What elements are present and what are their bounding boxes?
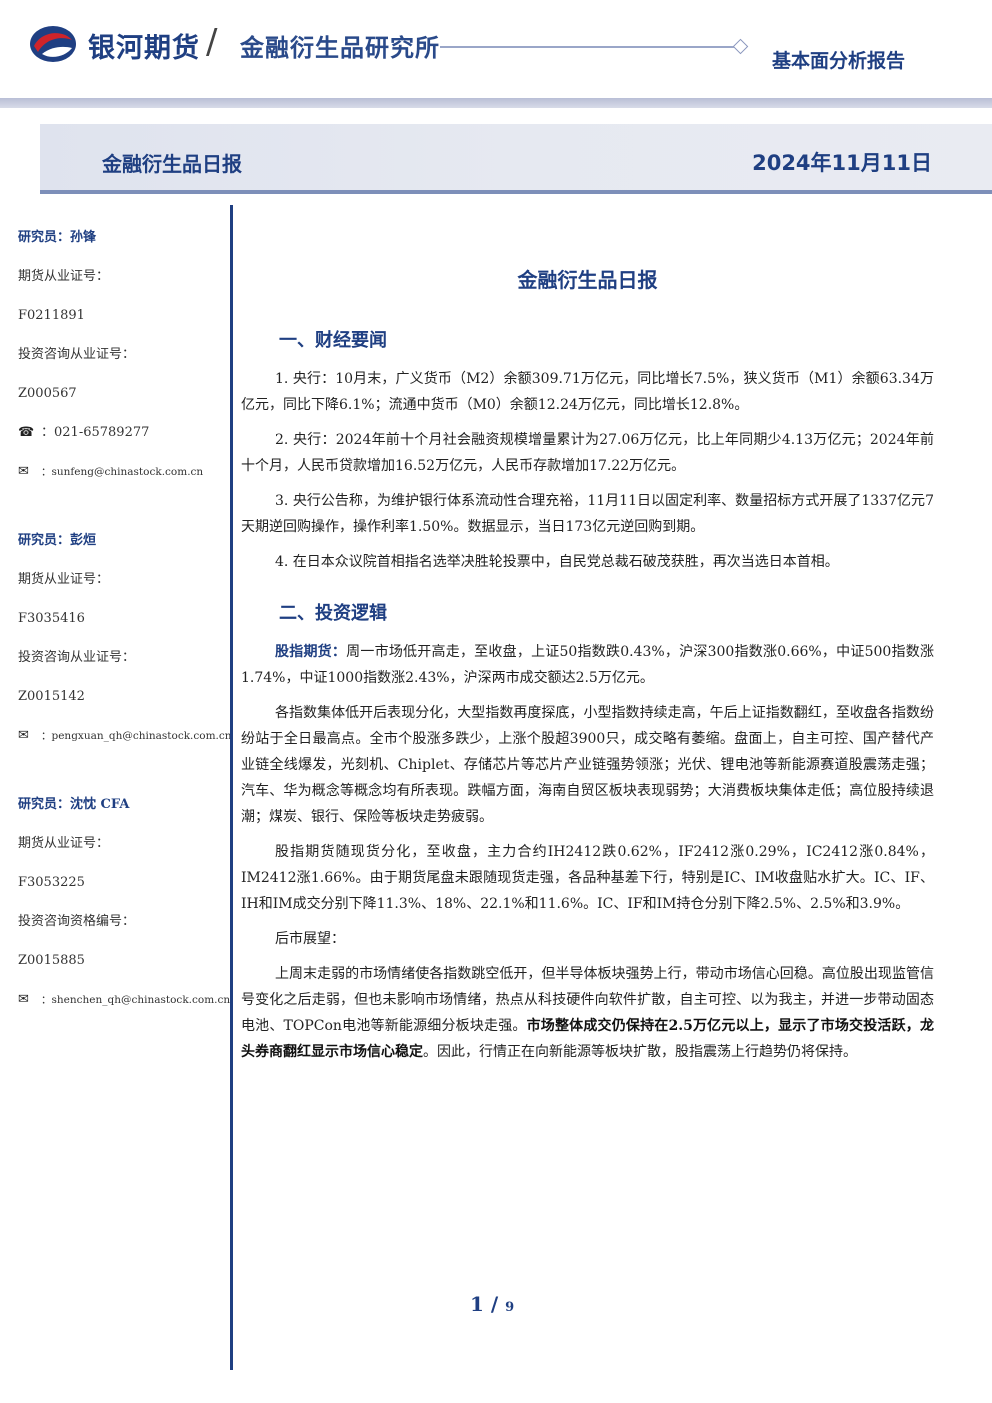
report-type: 基本面分析报告 — [772, 50, 906, 72]
email-line: ✉ ：pengxuan_qh@chinastock.com.cn — [18, 723, 232, 762]
header-divider: / — [206, 22, 218, 62]
news-item: 1. 央行：10月末，广义货币（M2）余额309.71万亿元，同比增长7.5%，… — [241, 371, 934, 413]
index-futures-text: 周一市场低开高走，至收盘，上证50指数跌0.43%，沪深300指数涨0.66%，… — [241, 644, 935, 686]
analyst-sidebar: 研究员：孙锋 期货从业证号： F0211891 投资咨询从业证号： Z00056… — [18, 225, 232, 1056]
analyst-card: 研究员：孙锋 期货从业证号： F0211891 投资咨询从业证号： Z00056… — [18, 225, 228, 498]
phone-line: ☎ ：021-65789277 — [18, 420, 228, 459]
email-line: ✉ ：shenchen_qh@chinastock.com.cn — [18, 987, 231, 1026]
outlook-bold-text: 市场整体成交仍保持在2.5万亿元以上，显示了市场交投活跃，龙头券商翻红显示市场信… — [241, 1018, 934, 1060]
advisory-cert-label: 投资咨询从业证号： — [18, 347, 136, 362]
envelope-icon: ✉ — [18, 728, 29, 743]
report-body: 金融衍生品日报 一、财经要闻 1. 央行：10月末，广义货币（M2）余额309.… — [241, 262, 934, 1074]
advisory-cert: Z0015142 — [18, 689, 85, 704]
phone-number: 021-65789277 — [54, 425, 150, 440]
index-futures-paragraph: 股指期货：周一市场低开高走，至收盘，上证50指数跌0.43%，沪深300指数涨0… — [241, 639, 934, 691]
advisory-cert-label: 投资咨询从业证号： — [18, 650, 136, 665]
market-paragraph: 各指数集体低开后表现分化，大型指数再度探底，小型指数持续走高，午后上证指数翻红，… — [241, 705, 934, 825]
galaxy-logo-icon — [30, 26, 76, 62]
futures-cert: F3053225 — [18, 875, 85, 890]
outlook-text-end: 。因此，行情正在向新能源等板块扩散，股指震荡上行趋势仍将保持。 — [423, 1044, 857, 1060]
banner-underline — [40, 190, 992, 194]
index-futures-label: 股指期货： — [275, 644, 347, 660]
news-item: 2. 央行：2024年前十个月社会融资规模增量累计为27.06万亿元，比上年同期… — [241, 432, 934, 474]
section-heading-news: 一、财经要闻 — [279, 330, 387, 351]
header-bar — [0, 98, 992, 108]
advisory-cert: Z000567 — [18, 386, 77, 401]
page-total: 9 — [505, 1300, 515, 1315]
futures-cert: F3035416 — [18, 611, 85, 626]
section-heading-logic: 二、投资逻辑 — [279, 603, 387, 624]
envelope-icon: ✉ — [18, 992, 29, 1007]
analyst-card: 研究员：彭烜 期货从业证号： F3035416 投资咨询从业证号： Z00151… — [18, 528, 232, 762]
futures-cert: F0211891 — [18, 308, 85, 323]
page-header: 银河期货 / 金融衍生品研究所 基本面分析报告 — [0, 0, 992, 108]
page-number: 1 / 9 — [470, 1292, 514, 1316]
page-current: 1 — [470, 1292, 484, 1316]
email-sep: ： — [41, 466, 52, 478]
email-sep: ： — [41, 730, 52, 742]
analyst-name: 研究员：沈忱 CFA — [18, 797, 130, 812]
envelope-icon: ✉ — [18, 464, 29, 479]
outlook-label: 后市展望： — [275, 931, 345, 947]
report-date: 2024年11月11日 — [752, 151, 932, 175]
header-rule — [440, 46, 734, 48]
outlook-text: 上周末走弱的市场情绪使各指数跳空低开，但半导体板块强势上行，带动市场信心回稳。高… — [241, 966, 934, 1034]
analyst-name: 研究员：彭烜 — [18, 533, 97, 548]
page-separator: / — [483, 1292, 506, 1316]
news-item: 3. 央行公告称，为维护银行体系流动性合理充裕，11月11日以固定利率、数量招标… — [241, 493, 934, 535]
document-title: 金融衍生品日报 — [517, 268, 658, 292]
diamond-icon — [732, 38, 749, 55]
advisory-cert: Z0015885 — [18, 953, 85, 968]
news-item: 4. 在日本众议院首相指名选举决胜轮投票中，自民党总裁石破茂获胜，再次当选日本首… — [275, 554, 839, 570]
advisory-cert-label: 投资咨询资格编号： — [18, 914, 136, 929]
phone-sep: ： — [41, 425, 55, 440]
email-sep: ： — [41, 994, 52, 1006]
phone-icon: ☎ — [18, 425, 35, 440]
email-address[interactable]: pengxuan_qh@chinastock.com.cn — [51, 730, 232, 742]
banner-title: 金融衍生品日报 — [102, 152, 242, 176]
email-line: ✉ ：sunfeng@chinastock.com.cn — [18, 459, 228, 498]
futures-cert-label: 期货从业证号： — [18, 269, 110, 284]
brand-name: 银河期货 — [88, 33, 200, 64]
futures-cert-label: 期货从业证号： — [18, 572, 110, 587]
sidebar-divider — [230, 205, 233, 1370]
futures-paragraph: 股指期货随现货分化，至收盘，主力合约IH2412跌0.62%，IF2412涨0.… — [241, 844, 934, 912]
email-address[interactable]: shenchen_qh@chinastock.com.cn — [51, 994, 231, 1006]
institute-name: 金融衍生品研究所 — [240, 34, 440, 62]
outlook-paragraph: 上周末走弱的市场情绪使各指数跳空低开，但半导体板块强势上行，带动市场信心回稳。高… — [241, 961, 934, 1065]
analyst-card: 研究员：沈忱 CFA 期货从业证号： F3053225 投资咨询资格编号： Z0… — [18, 792, 231, 1026]
analyst-name: 研究员：孙锋 — [18, 230, 97, 245]
futures-cert-label: 期货从业证号： — [18, 836, 110, 851]
email-address[interactable]: sunfeng@chinastock.com.cn — [51, 466, 204, 478]
title-banner — [40, 124, 992, 192]
